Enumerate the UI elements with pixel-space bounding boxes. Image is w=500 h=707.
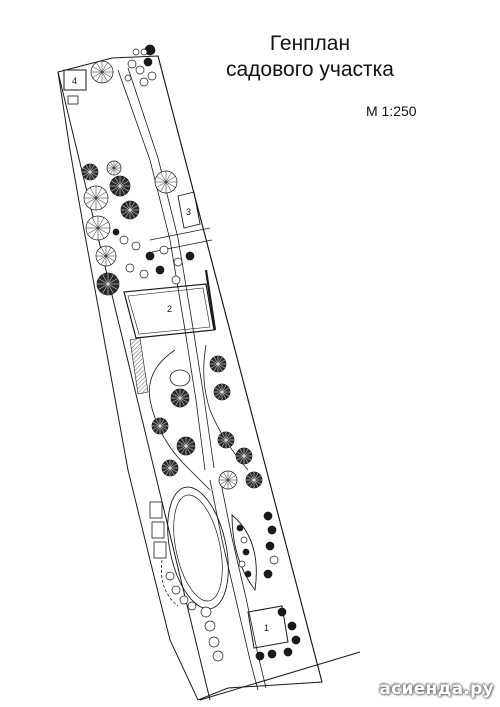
shrub-symbol xyxy=(263,569,273,579)
lawn-island xyxy=(169,369,191,387)
lens-flowerbed xyxy=(231,514,257,592)
tree-symbol xyxy=(120,200,140,220)
shrub-symbol xyxy=(244,570,252,578)
raised-bed-3 xyxy=(153,541,167,559)
tree-symbol xyxy=(95,245,117,267)
tree-symbol xyxy=(235,447,253,465)
shrub-symbol xyxy=(171,585,181,595)
shrub-symbol xyxy=(112,228,120,236)
garden-path-main-edge xyxy=(127,67,215,469)
ring-flowerbed-inner xyxy=(173,494,223,602)
plot-boundary-line-right xyxy=(157,55,323,683)
shrub-symbol xyxy=(283,647,293,657)
building-3-label: 3 xyxy=(186,207,191,217)
small-structure xyxy=(67,95,79,105)
building-4-label: 4 xyxy=(72,76,77,86)
shrub-symbol xyxy=(287,621,297,631)
tree-symbol xyxy=(83,185,109,211)
shrub-symbol xyxy=(236,524,244,532)
building-3 xyxy=(177,191,201,229)
shrub-symbol xyxy=(159,245,169,255)
building-2-inner xyxy=(127,287,211,335)
building-1 xyxy=(247,605,289,649)
shrub-symbol xyxy=(208,636,220,648)
shrub-symbol xyxy=(269,555,279,565)
tree-symbol xyxy=(217,431,235,449)
tree-symbol xyxy=(176,436,196,456)
tree-symbol xyxy=(170,388,190,408)
shrub-symbol xyxy=(127,59,137,69)
shrub-symbol xyxy=(139,77,149,87)
tree-symbol xyxy=(90,60,114,84)
trees-group xyxy=(81,60,263,490)
shrub-symbol xyxy=(242,548,250,556)
shrub-symbol xyxy=(263,511,273,521)
shrub-symbol xyxy=(267,525,277,535)
terrace xyxy=(129,337,149,395)
tree-symbol xyxy=(154,170,178,194)
shrub-symbol xyxy=(255,651,265,661)
shrub-symbol xyxy=(238,560,246,568)
scale-label: М 1:250 xyxy=(366,103,417,119)
tree-symbol xyxy=(81,163,99,181)
plan-title: Генплан xyxy=(269,32,351,55)
shrub-symbol xyxy=(291,635,301,645)
shrub-symbol xyxy=(187,601,197,611)
tree-symbol xyxy=(161,459,179,477)
shrub-symbol xyxy=(185,251,195,261)
garden-path-lower-edge xyxy=(219,477,267,689)
watermark: асиенда.ру xyxy=(379,679,494,699)
tree-symbol xyxy=(96,272,120,296)
shrub-symbol xyxy=(240,536,248,544)
shrub-symbol xyxy=(135,65,145,75)
shrub-symbol xyxy=(200,606,212,618)
tree-symbol xyxy=(209,355,227,373)
building-4 xyxy=(63,69,87,91)
shrub-symbol xyxy=(171,275,181,285)
shrub-symbol xyxy=(179,595,189,605)
shrub-symbol xyxy=(124,74,132,82)
building-1-label: 1 xyxy=(264,623,269,633)
shrub-symbol xyxy=(147,71,157,81)
shrub-symbol xyxy=(155,265,165,275)
ring-flowerbed-outer xyxy=(167,486,229,610)
garden-path-lower xyxy=(209,479,259,691)
shrubs-group xyxy=(112,44,301,662)
tree-symbol xyxy=(109,175,131,197)
building-2-label: 2 xyxy=(167,304,172,314)
shrub-symbol xyxy=(265,541,275,551)
shrub-symbol xyxy=(131,241,141,251)
shrub-symbol xyxy=(277,607,287,617)
shrub-symbol xyxy=(132,48,140,56)
raised-bed-1 xyxy=(149,501,163,519)
raised-bed-2 xyxy=(151,521,165,539)
shrub-symbol xyxy=(173,257,183,267)
tree-symbol xyxy=(245,471,263,489)
curved-path-left xyxy=(148,349,211,491)
shrub-symbol xyxy=(165,571,175,581)
tree-symbol xyxy=(85,215,111,241)
shrub-symbol xyxy=(139,269,149,279)
curved-path-right xyxy=(203,344,249,471)
tree-symbol xyxy=(106,160,122,176)
road-edge xyxy=(199,651,361,701)
shrub-symbol xyxy=(143,57,153,67)
tree-symbol xyxy=(218,470,238,490)
shrub-symbol xyxy=(119,235,129,245)
pergola-arc xyxy=(160,559,179,607)
tree-symbol xyxy=(213,383,231,401)
shrub-symbol xyxy=(125,263,135,273)
shrub-symbol xyxy=(140,48,148,56)
shrub-symbol xyxy=(145,251,155,261)
tree-symbol xyxy=(151,417,169,435)
cross-path xyxy=(149,227,213,253)
shrub-symbol xyxy=(267,649,277,659)
fence-right xyxy=(204,269,217,331)
plan-subtitle: садового участка xyxy=(226,58,394,81)
garden-path-main xyxy=(117,69,206,471)
shrub-symbol xyxy=(204,620,216,632)
shrub-symbol xyxy=(212,650,224,662)
